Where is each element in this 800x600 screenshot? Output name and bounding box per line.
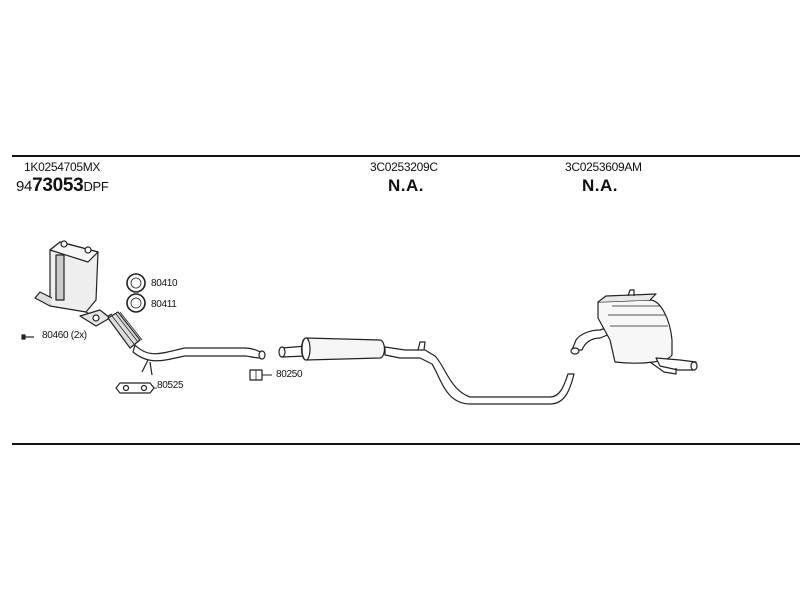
part-suffix: DPF — [83, 179, 109, 194]
bolt-label: 80460 (2x) — [42, 330, 87, 341]
clamp-a-label: 80525 — [157, 380, 184, 391]
oe-number-rear-silencer: 3C0253609AM — [565, 160, 642, 174]
oe-number-dpf: 1K0254705MX — [24, 160, 101, 174]
part-number-middle-silencer: N.A. — [388, 176, 424, 195]
dpf-filter-illustration — [34, 240, 113, 327]
middle-silencer-illustration — [278, 337, 575, 405]
oe-number-middle-silencer: 3C0253209C — [370, 160, 438, 174]
part-number-dpf: 9473053DPF — [16, 175, 109, 197]
bolt-icon — [21, 334, 34, 340]
part-number-rear-silencer: N.A. — [582, 176, 618, 195]
clamp-b-icon — [249, 369, 272, 381]
gasket-a-label: 80410 — [151, 278, 178, 289]
part-prefix: 94 — [16, 178, 33, 195]
gasket-b-label: 80411 — [151, 299, 177, 310]
top-divider — [12, 155, 800, 157]
part-main: 73053 — [32, 175, 84, 196]
front-pipe-illustration — [107, 311, 266, 376]
clamp-a-icon — [115, 382, 155, 394]
gasket-a-icon — [126, 273, 146, 293]
gasket-b-icon — [126, 293, 146, 313]
bottom-divider — [12, 443, 800, 445]
clamp-b-label: 80250 — [276, 369, 303, 380]
rear-silencer-illustration — [570, 289, 698, 375]
